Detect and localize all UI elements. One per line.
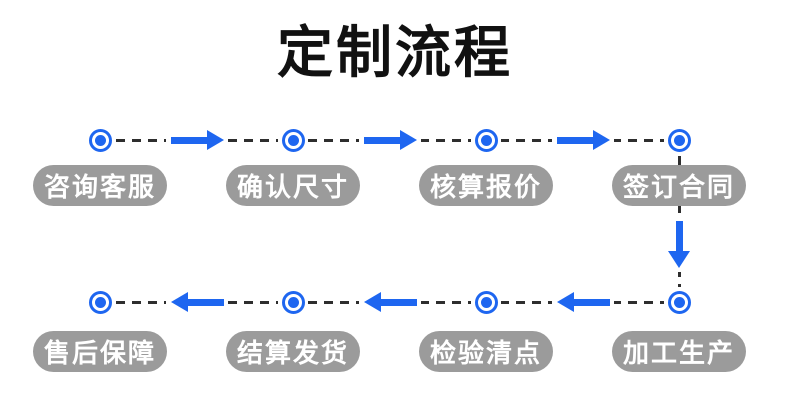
step-node-7 (278, 287, 308, 317)
step-label-pill-consult: 咨询客服 (33, 165, 167, 206)
step-label-pill-contract: 签订合同 (612, 165, 746, 206)
step-node-3 (471, 125, 501, 155)
step-label-pill-settle-ship: 结算发货 (226, 331, 360, 372)
bullseye-dot-icon (88, 128, 112, 152)
step-node-6 (471, 287, 501, 317)
step-label-pill-inspect: 检验清点 (419, 331, 553, 372)
step-label-pill-aftersales: 售后保障 (33, 331, 167, 372)
step-node-8 (85, 287, 115, 317)
bullseye-dot-icon (88, 290, 112, 314)
step-label-pill-confirm-size: 确认尺寸 (226, 165, 360, 206)
bullseye-dot-icon (281, 290, 305, 314)
step-node-1 (85, 125, 115, 155)
arrow-left-icon (166, 288, 228, 316)
step-label-pill-produce: 加工生产 (612, 331, 746, 372)
bullseye-dot-icon (667, 128, 691, 152)
step-node-2 (278, 125, 308, 155)
bullseye-dot-icon (667, 290, 691, 314)
step-label-pill-quote: 核算报价 (419, 165, 553, 206)
arrow-left-icon (552, 288, 614, 316)
arrow-right-icon (359, 126, 421, 154)
page-title: 定制流程 (277, 21, 513, 84)
bullseye-dot-icon (474, 128, 498, 152)
step-node-4 (664, 125, 694, 155)
arrow-right-icon (552, 126, 614, 154)
step-node-5 (664, 287, 694, 317)
bullseye-dot-icon (281, 128, 305, 152)
bullseye-dot-icon (474, 290, 498, 314)
arrow-right-icon (166, 126, 228, 154)
arrow-down-icon (665, 216, 693, 272)
arrow-left-icon (359, 288, 421, 316)
